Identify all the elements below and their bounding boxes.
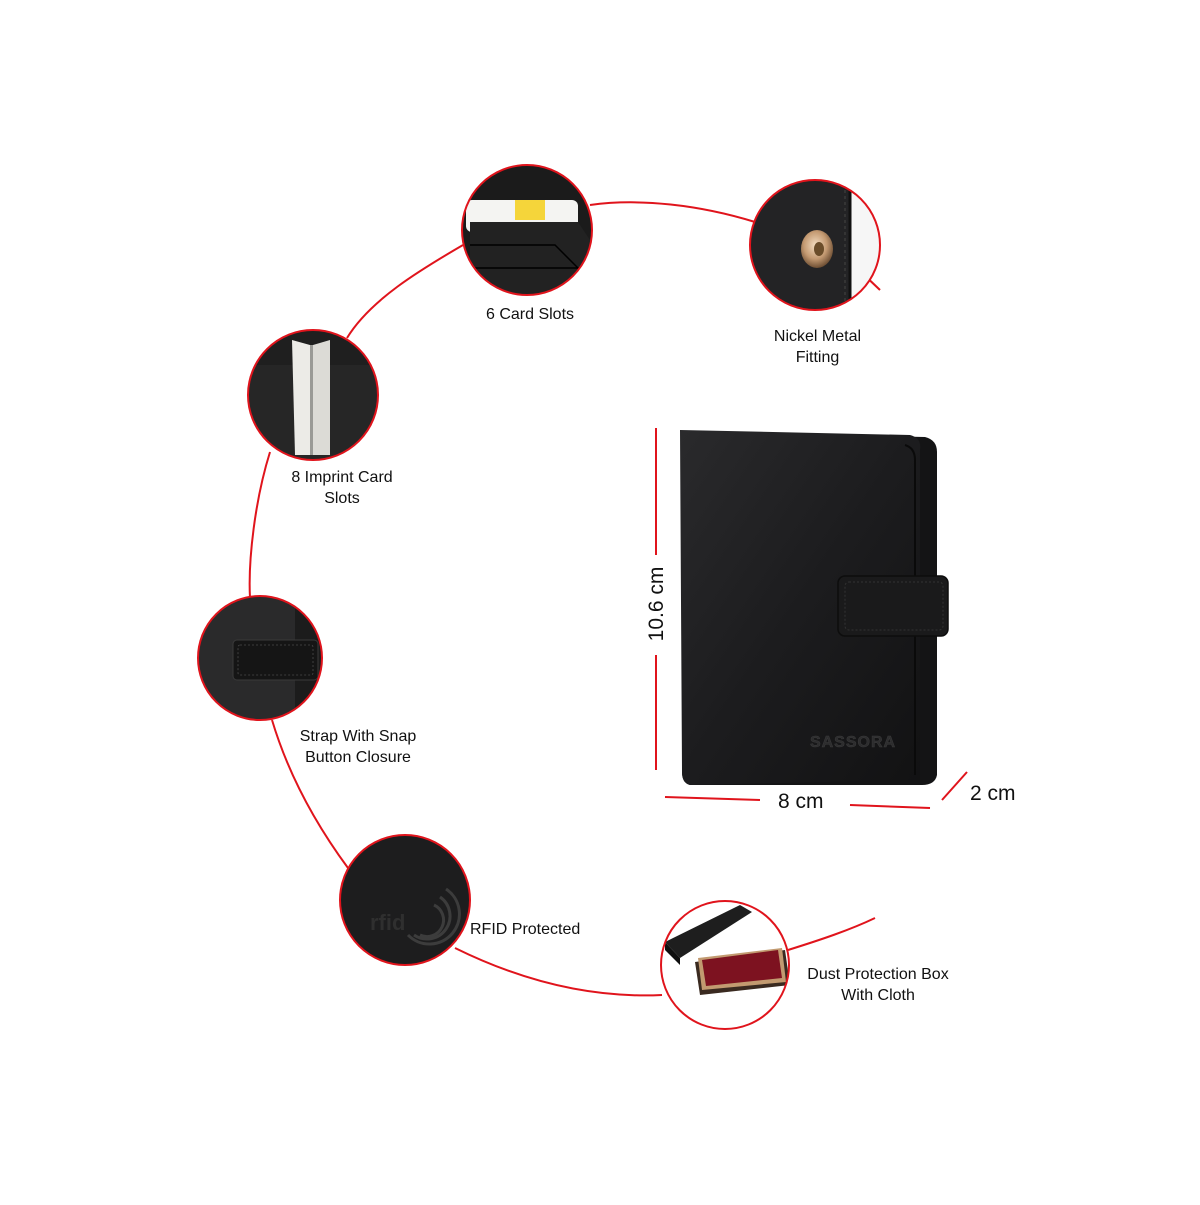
feature-label-card-slots: 6 Card Slots: [440, 304, 620, 325]
feature-label-dust-box: Dust Protection Box With Cloth: [792, 964, 964, 1006]
feature-label-imprint-slots: 8 Imprint Card Slots: [252, 467, 432, 509]
card-slots-thumbnail: [461, 164, 593, 296]
rfid-thumbnail: rfid: [339, 834, 471, 966]
brand-emboss: SASSORA: [810, 734, 896, 751]
feature-label-line: Strap With Snap: [299, 728, 417, 745]
feature-label-line: With Cloth: [841, 987, 915, 1004]
dust-box-thumbnail: [660, 900, 790, 1030]
nickel-fitting-thumbnail: [749, 179, 881, 311]
dimension-lines: [655, 428, 968, 809]
imprint-slots-thumbnail: [247, 329, 379, 461]
feature-label-line: Nickel Metal: [773, 328, 862, 345]
feature-label-strap-closure: Strap With Snap Button Closure: [268, 726, 448, 768]
dimension-width-label: 8 cm: [778, 790, 824, 813]
feature-label-line: Button Closure: [305, 749, 411, 766]
strap-closure-thumbnail: [197, 595, 323, 721]
feature-label-text: 6 Card Slots: [485, 306, 575, 323]
wallet-product-image: SASSORA: [680, 430, 949, 785]
svg-text:rfid: rfid: [370, 910, 405, 935]
feature-label-line: Slots: [324, 490, 360, 507]
feature-label-rfid: RFID Protected: [470, 919, 600, 940]
dimension-depth-label: 2 cm: [970, 782, 1016, 805]
connector-arc: [248, 201, 881, 997]
dimension-height-label: 10.6 cm: [645, 566, 668, 642]
feature-label-line: Fitting: [795, 349, 840, 366]
feature-label-line: Dust Protection Box: [807, 966, 949, 983]
feature-label-line: 8 Imprint Card: [291, 469, 393, 486]
feature-label-nickel-fitting: Nickel Metal Fitting: [730, 326, 905, 368]
feature-label-text: RFID Protected: [470, 921, 581, 938]
